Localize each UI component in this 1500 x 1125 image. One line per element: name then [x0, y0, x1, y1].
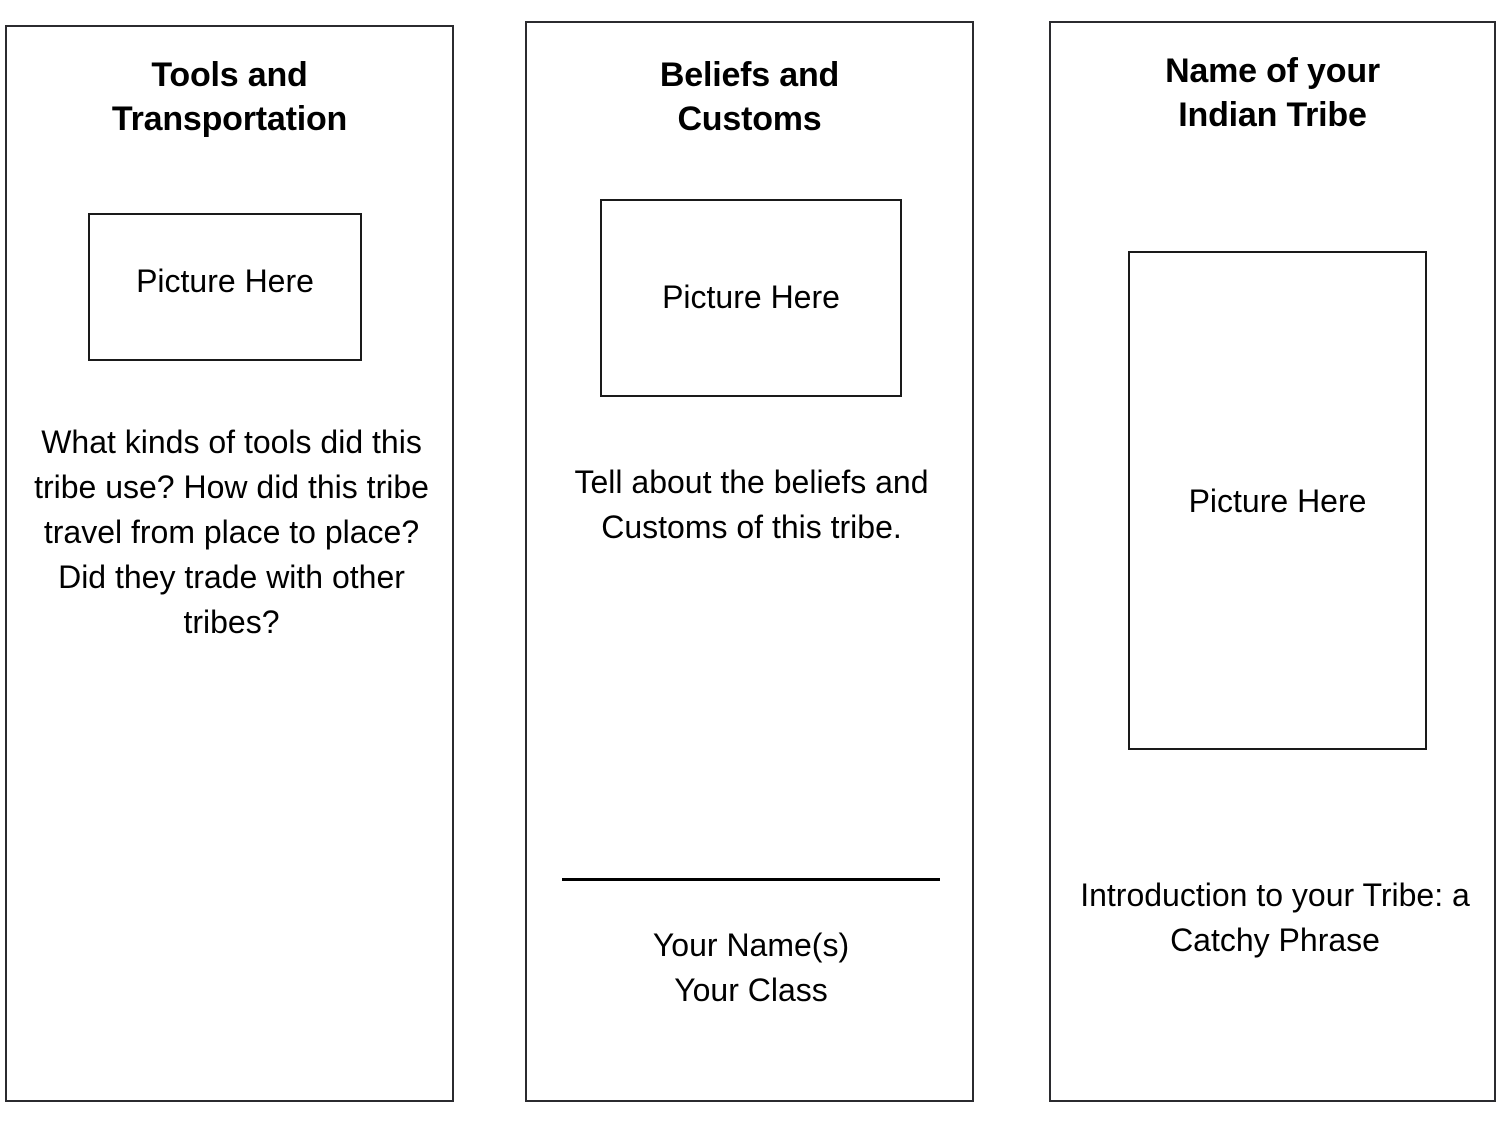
signature-block: Your Name(s) Your Class	[562, 878, 940, 1013]
panel-tools-and-transportation: Tools and Transportation Picture Here Wh…	[5, 25, 454, 1102]
panel-beliefs-and-customs: Beliefs and Customs Picture Here Tell ab…	[525, 21, 974, 1102]
panel-title-beliefs-and-customs: Beliefs and Customs	[659, 56, 840, 138]
panel-body-text-tools: What kinds of tools did this tribe use? …	[34, 424, 429, 640]
picture-placeholder-box-cover[interactable]: Picture Here	[1128, 251, 1427, 750]
picture-placeholder-box-beliefs[interactable]: Picture Here	[600, 199, 902, 397]
picture-placeholder-label: Picture Here	[662, 279, 840, 315]
signature-horizontal-rule	[562, 878, 940, 881]
panel-body-text-cover: Introduction to your Tribe: a Catchy Phr…	[1080, 877, 1470, 958]
picture-placeholder-label: Picture Here	[136, 263, 314, 299]
signature-name-and-class: Your Name(s) Your Class	[652, 927, 850, 1008]
panel-name-of-your-indian-tribe: Name of your Indian Tribe Picture Here I…	[1049, 21, 1496, 1102]
picture-placeholder-label: Picture Here	[1188, 482, 1367, 519]
panel-title-name-of-your-indian-tribe: Name of your Indian Tribe	[1165, 52, 1380, 134]
panel-title-tools-and-transportation: Tools and Transportation	[111, 56, 348, 138]
picture-placeholder-box-tools[interactable]: Picture Here	[88, 213, 362, 361]
panel-body-text-beliefs: Tell about the beliefs and Customs of th…	[574, 464, 929, 545]
